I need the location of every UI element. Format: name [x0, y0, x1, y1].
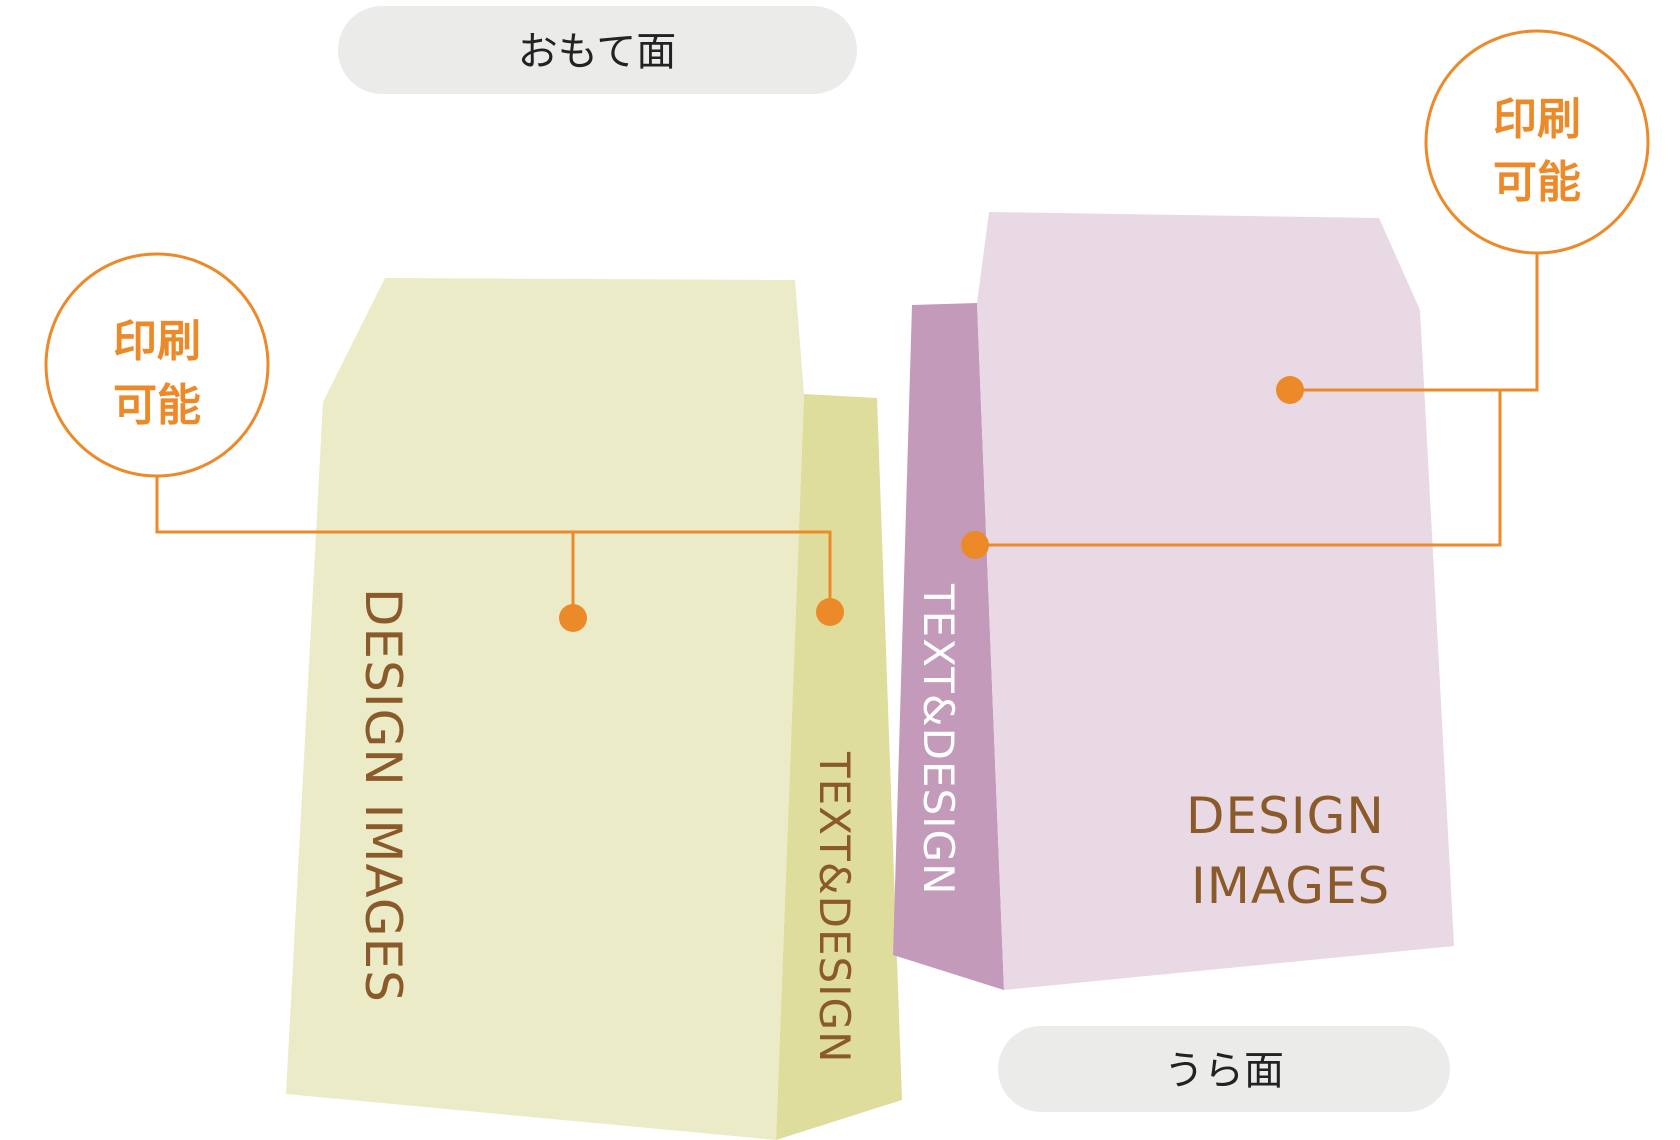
back-bag-gusset: [893, 303, 1004, 990]
right-callout-branch: [975, 390, 1502, 547]
front-bag-main-face: [286, 278, 804, 1140]
left-print-callout: 印刷 可能: [44, 252, 844, 632]
right-callout-leader: [1290, 253, 1539, 392]
back-bag-main-text-line2: IMAGES: [1191, 857, 1390, 915]
back-bag-gusset-text: TEXT&DESIGN: [914, 583, 963, 896]
back-face-label: うら面: [998, 1026, 1450, 1112]
front-bag-gusset-text: TEXT&DESIGN: [810, 751, 859, 1064]
left-callout-line2: 可能: [113, 380, 201, 431]
front-main-print-point: [559, 604, 587, 632]
back-face-label-text: うら面: [1164, 1048, 1284, 1094]
left-callout-line1: 印刷: [113, 316, 201, 367]
front-bag: DESIGN IMAGES TEXT&DESIGN: [286, 278, 902, 1140]
front-bag-main-text: DESIGN IMAGES: [354, 588, 412, 1003]
right-callout-line1: 印刷: [1493, 94, 1581, 145]
back-main-print-point: [1276, 376, 1304, 404]
front-bag-gusset: [776, 394, 902, 1140]
back-gusset-print-point: [961, 531, 989, 559]
front-face-label: おもて面: [338, 6, 857, 94]
left-callout-leader: [155, 476, 832, 612]
back-bag-main-face: [977, 212, 1454, 990]
back-bag-main-text-line1: DESIGN: [1186, 787, 1385, 845]
front-gusset-print-point: [816, 598, 844, 626]
back-bag: TEXT&DESIGN DESIGN IMAGES: [893, 212, 1454, 990]
right-print-callout: 印刷 可能: [961, 29, 1650, 559]
right-callout-line2: 可能: [1493, 157, 1581, 208]
front-face-label-text: おもて面: [518, 29, 676, 75]
